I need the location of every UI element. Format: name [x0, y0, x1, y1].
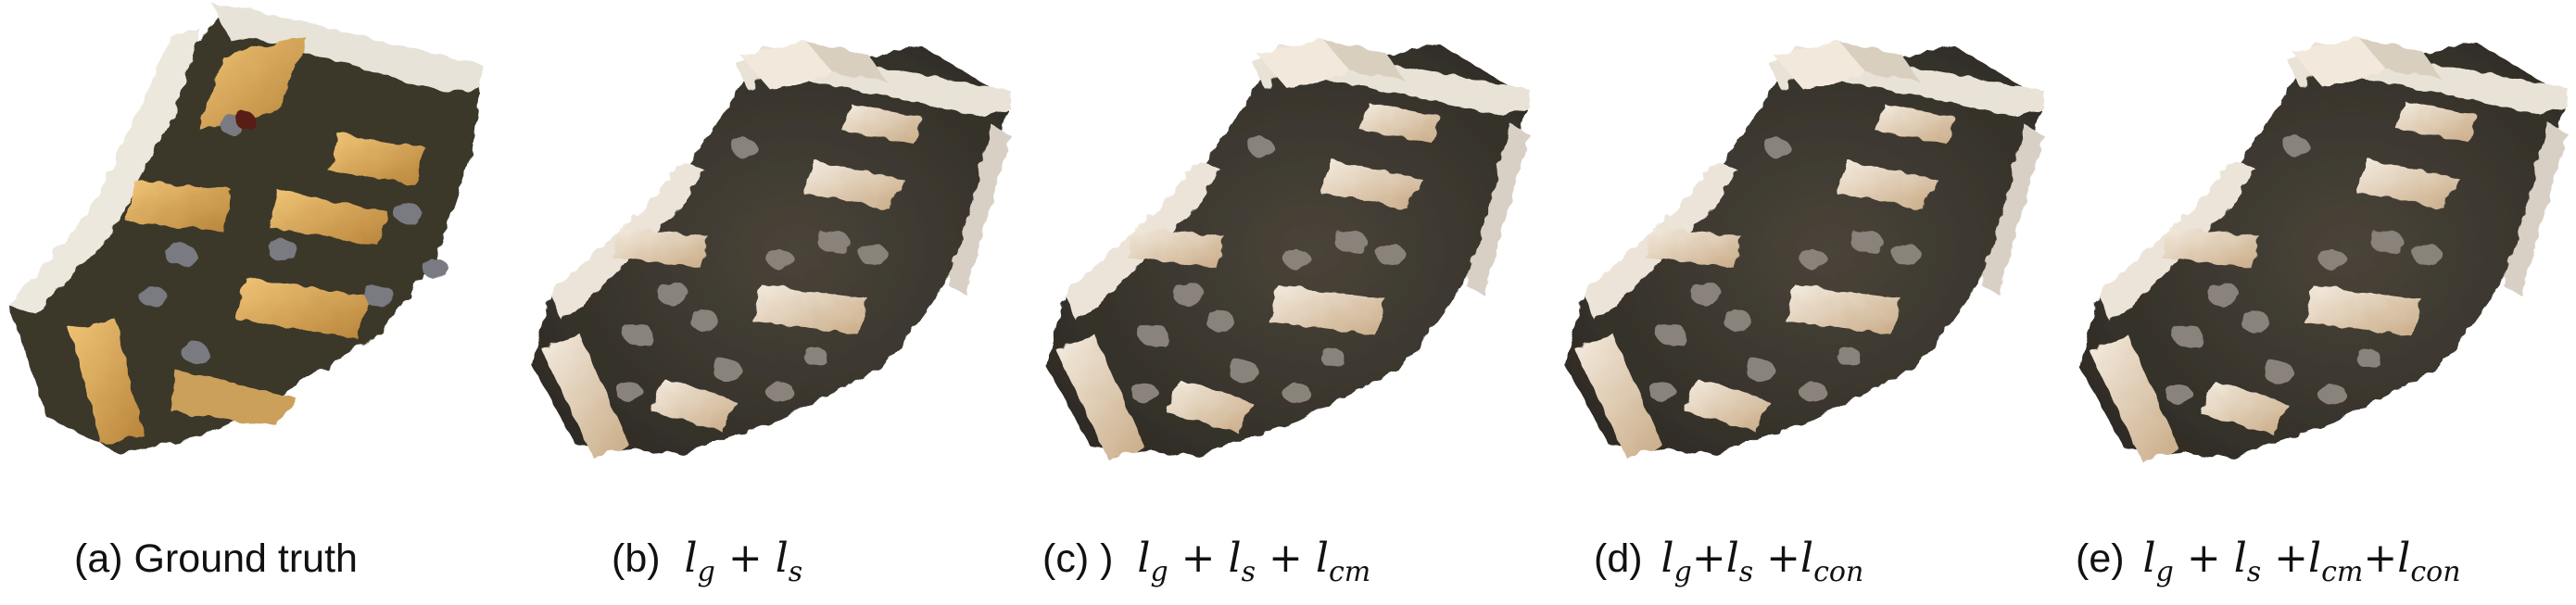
point-cloud-room-render-icon — [2052, 0, 2576, 491]
caption-d-formula: lg+ls +lcon — [1661, 535, 1864, 588]
caption-b-label: (b) — [612, 536, 661, 581]
caption-d-label: (d) — [1594, 536, 1643, 581]
panel-c-image — [1019, 0, 1538, 491]
caption-d: (d) lg+ls +lcon — [1594, 526, 1863, 591]
panel-b-image — [505, 0, 1019, 491]
caption-a-text: Ground truth — [133, 536, 358, 581]
caption-c-formula: lg + ls + lcm — [1137, 535, 1371, 588]
caption-e-label: (e) — [2076, 536, 2125, 581]
caption-c-label: (c) ) — [1042, 536, 1114, 581]
panel-e-image — [2052, 0, 2576, 491]
point-cloud-room-render-icon — [1538, 0, 2052, 491]
point-cloud-room-ground-truth-icon — [0, 0, 505, 491]
caption-a-label: (a) — [74, 536, 123, 581]
caption-b: (b) lg + ls — [612, 526, 802, 591]
caption-a: (a) Ground truth — [74, 526, 358, 591]
caption-e-formula: lg + ls +lcm+lcon — [2142, 535, 2461, 588]
caption-c: (c) ) lg + ls + lcm — [1042, 526, 1370, 591]
panel-a-image — [0, 0, 505, 491]
point-cloud-room-render-icon — [1019, 0, 1538, 491]
caption-e: (e) lg + ls +lcm+lcon — [2076, 526, 2461, 591]
point-cloud-room-render-icon — [505, 0, 1019, 491]
panel-d-image — [1538, 0, 2052, 491]
caption-b-formula: lg + ls — [684, 535, 803, 588]
